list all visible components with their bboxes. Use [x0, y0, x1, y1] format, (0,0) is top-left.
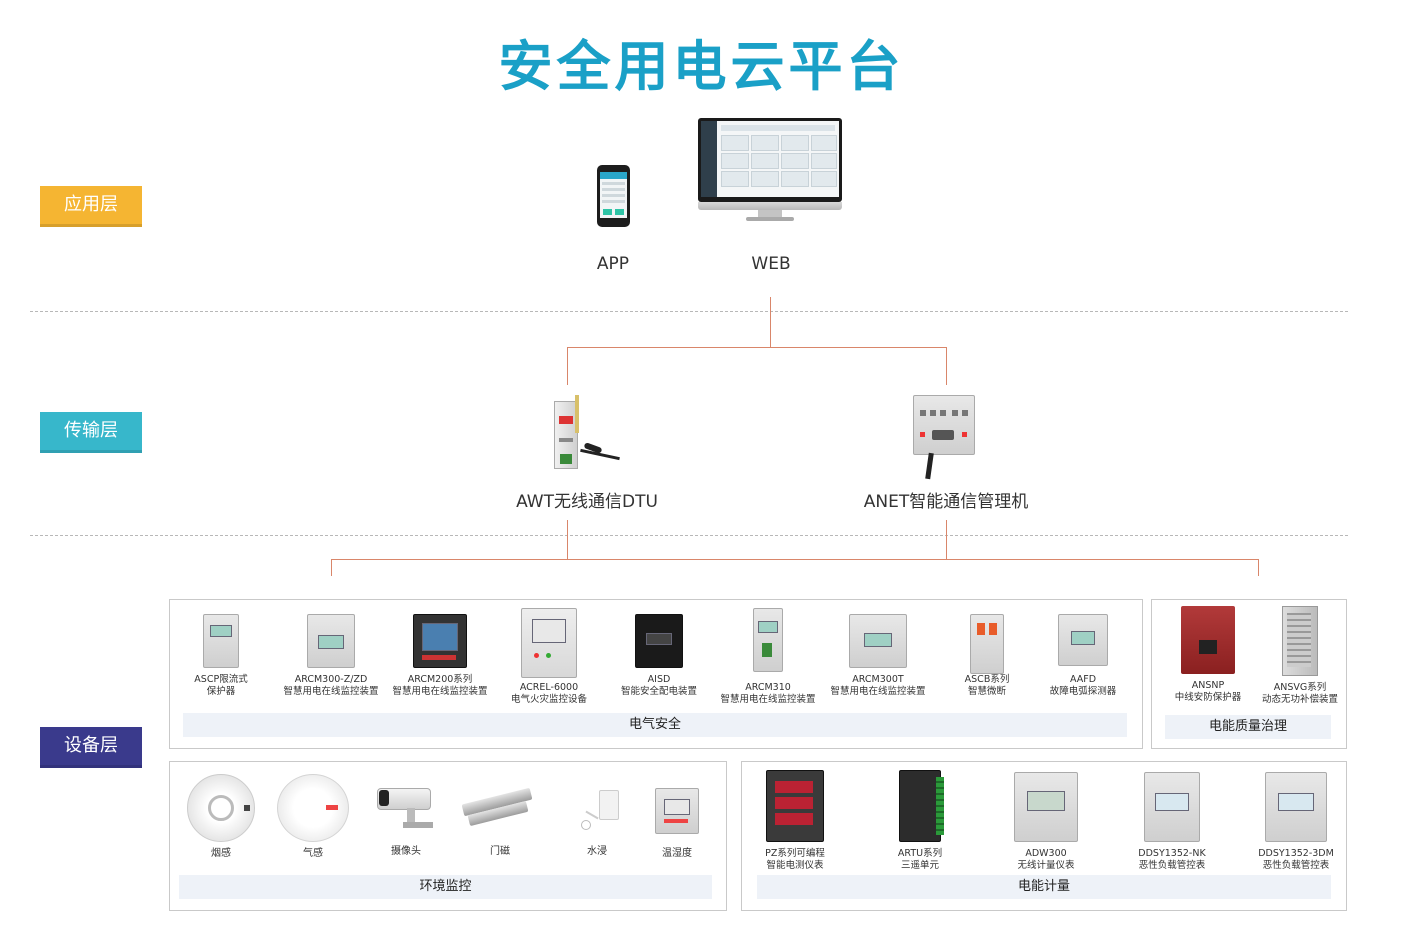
ascp-image: [203, 614, 239, 668]
arcm300-zzd-image: [307, 614, 355, 668]
device-camera: 摄像头: [366, 778, 446, 858]
device-arcm300-zzd: ARCM300-Z/ZD 智慧用电在线监控装置: [279, 614, 383, 698]
device-arcm200: ARCM200系列 智慧用电在线监控装置: [388, 614, 492, 698]
aafd-image: [1058, 614, 1108, 666]
device-arcm310: ARCM310 智慧用电在线监控装置: [716, 608, 820, 706]
layer-divider-top: [30, 311, 1348, 312]
monitor-icon: [698, 118, 842, 222]
device-acrel-6000: ACREL-6000 电气火灾监控设备: [503, 608, 595, 706]
smoke-detector-icon: [187, 774, 255, 842]
anet-device-icon: [913, 395, 975, 481]
gas-detector-icon: [277, 774, 349, 842]
web-label: WEB: [751, 254, 791, 274]
connector-device-bar: [331, 559, 1259, 560]
water-sensor-icon: [575, 786, 619, 834]
phone-icon: [597, 165, 630, 227]
layer-label-transport: 传输层: [40, 412, 142, 453]
device-arcm300t: ARCM300T 智慧用电在线监控装置: [826, 614, 930, 698]
device-ddsy1352-3dm: DDSY1352-3DM 恶性负载管控表: [1252, 772, 1340, 872]
device-aafd: AAFD 故障电弧探测器: [1038, 614, 1128, 698]
dtu-label: AWT无线通信DTU: [516, 492, 658, 512]
device-ansnp: ANSNP 中线安防保护器: [1164, 606, 1252, 704]
artu-image: [899, 770, 944, 842]
group-environment-label: 环境监控: [179, 875, 712, 899]
device-water: 水浸: [566, 786, 628, 858]
device-artu: ARTU系列 三遥单元: [882, 770, 958, 872]
device-gas: 气感: [277, 774, 349, 860]
device-pz: PZ系列可编程 智能电测仪表: [754, 770, 836, 872]
device-smoke: 烟感: [185, 774, 257, 860]
acrel-6000-image: [521, 608, 577, 678]
ansnp-image: [1181, 606, 1235, 674]
group-electrical-safety-label: 电气安全: [183, 713, 1127, 737]
device-temp-humidity: 温湿度: [646, 788, 708, 860]
connector-to-anet: [946, 347, 947, 385]
pz-meter-image: [766, 770, 824, 842]
layer-label-application: 应用层: [40, 186, 142, 227]
arcm300t-image: [849, 614, 907, 668]
device-ddsy1352-nk: DDSY1352-NK 恶性负载管控表: [1130, 772, 1214, 872]
device-door-magnet: 门磁: [456, 778, 544, 858]
device-ascp: ASCP限流式 保护器: [177, 614, 265, 698]
connector-right-drop: [1258, 559, 1259, 576]
layer-divider-bottom: [30, 535, 1348, 536]
camera-icon: [373, 778, 439, 834]
device-ansvg: ANSVG系列 动态无功补偿装置: [1255, 606, 1345, 706]
connector-left-drop: [331, 559, 332, 576]
ascb-image: [970, 614, 1004, 674]
app-label: APP: [596, 254, 630, 274]
temp-humidity-icon: [655, 788, 699, 834]
arcm310-image: [753, 608, 783, 672]
aisd-image: [635, 614, 683, 668]
connector-transport-bar: [567, 347, 947, 348]
connector-dtu-down: [567, 520, 568, 560]
connector-web-down: [770, 297, 771, 347]
device-adw300: ADW300 无线计量仪表: [1002, 772, 1090, 872]
connector-anet-down: [946, 520, 947, 560]
device-ascb: ASCB系列 智慧微断: [944, 614, 1030, 698]
adw300-image: [1014, 772, 1078, 842]
ansvg-image: [1282, 606, 1318, 676]
dtu-device-icon: [552, 395, 624, 475]
ddsy1352-nk-image: [1144, 772, 1200, 842]
connector-to-dtu: [567, 347, 568, 385]
arcm200-image: [413, 614, 467, 668]
ddsy1352-3dm-image: [1265, 772, 1327, 842]
anet-label: ANET智能通信管理机: [863, 492, 1029, 512]
device-aisd: AISD 智能安全配电装置: [612, 614, 706, 698]
page-title: 安全用电云平台: [498, 35, 905, 98]
group-energy-metering-label: 电能计量: [757, 875, 1331, 899]
group-power-quality-label: 电能质量治理: [1165, 715, 1331, 739]
door-sensor-icon: [458, 778, 542, 834]
layer-label-device: 设备层: [40, 727, 142, 768]
